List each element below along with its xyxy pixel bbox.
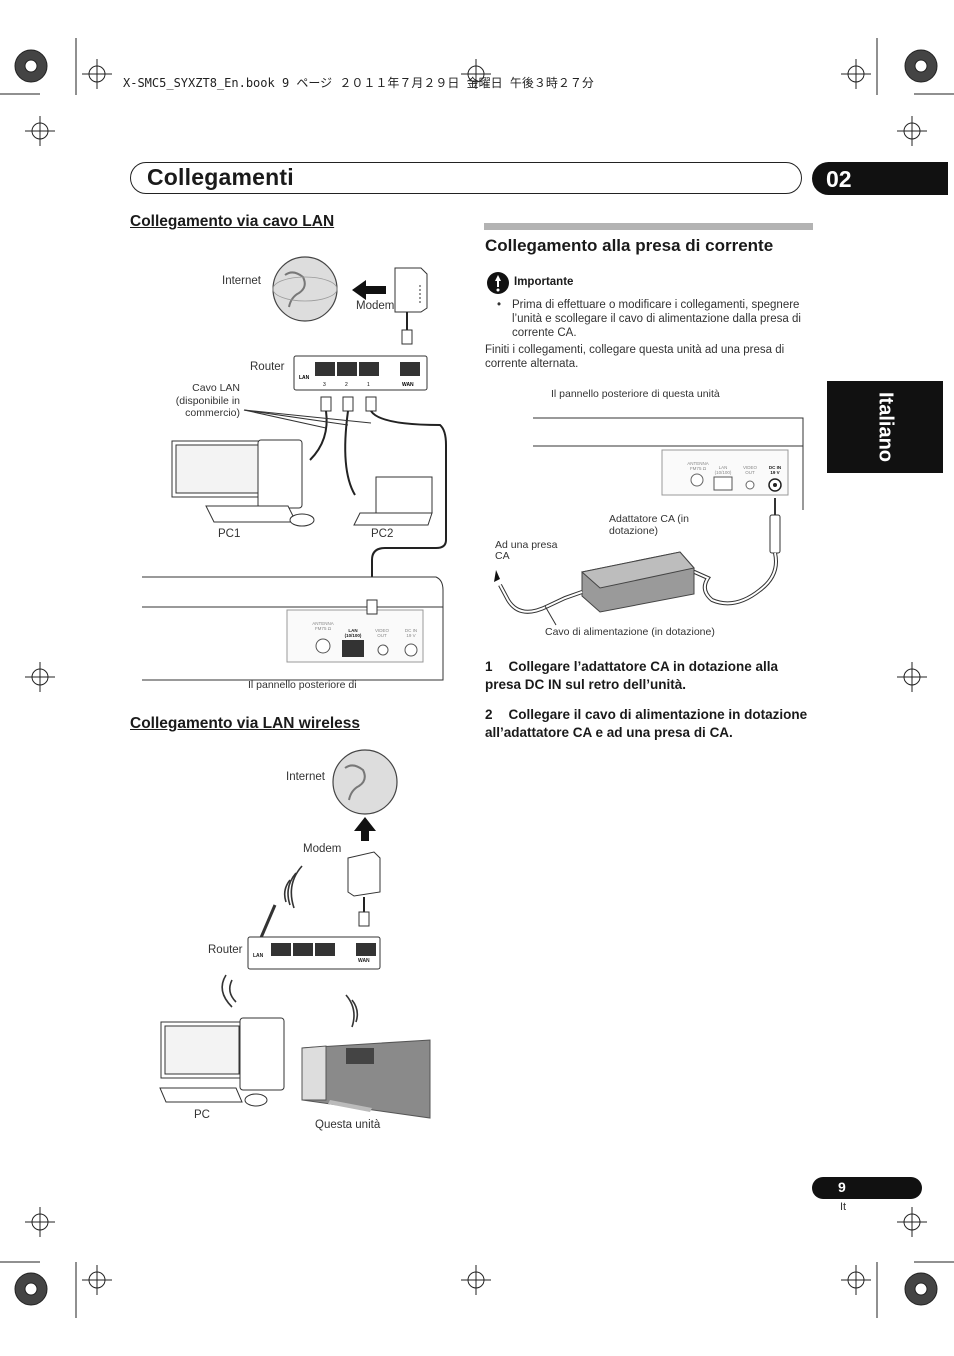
ac-adapter-icon bbox=[580, 551, 695, 613]
arrow-outlet-icon bbox=[494, 570, 500, 582]
wifi-waves-icon bbox=[221, 865, 359, 1028]
language-tab-label: Italiano bbox=[874, 391, 897, 462]
page-title: Collegamenti bbox=[147, 164, 294, 190]
wireless-diagram bbox=[159, 749, 431, 1119]
pc1-icon bbox=[171, 439, 315, 527]
wireless-router-lan: LAN bbox=[253, 953, 264, 959]
adapter-label: Adattatore CA (in dotazione) bbox=[609, 513, 689, 537]
wireless-heading: Collegamento via LAN wireless bbox=[130, 715, 360, 732]
section-rule bbox=[484, 223, 813, 230]
step-1-number: 1 bbox=[485, 659, 493, 674]
panel-video-label: VIDEO OUT bbox=[374, 628, 389, 638]
language-tab bbox=[827, 381, 943, 473]
internet-label: Internet bbox=[222, 275, 261, 287]
print-header: X-SMC5_SYXZT8_En.book 9 ページ ２０１１年７月２９日 金… bbox=[123, 76, 594, 90]
important-bullet: Prima di effettuare o modificare i colle… bbox=[512, 299, 801, 339]
globe-icon bbox=[272, 256, 338, 322]
step-2-number: 2 bbox=[485, 707, 493, 722]
power-panel-video: VIDEO OUT bbox=[742, 465, 757, 475]
panel-lan-label: LAN (10/100) bbox=[344, 628, 362, 638]
page-number-badge bbox=[812, 1177, 922, 1199]
wireless-modem-label: Modem bbox=[303, 843, 342, 855]
power-paragraph: Finiti i collegamenti, collegare questa … bbox=[485, 344, 785, 370]
chapter-number: 02 bbox=[826, 166, 852, 192]
rear-panel-label: Il pannello posteriore di bbox=[248, 679, 357, 691]
arrow-up-icon bbox=[354, 817, 376, 841]
pc2-icon bbox=[353, 476, 433, 526]
wireless-router-wan: WAN bbox=[358, 958, 370, 964]
router-lan-label: LAN bbox=[299, 375, 310, 381]
dc-plug bbox=[769, 498, 781, 554]
globe-icon bbox=[332, 749, 398, 815]
header-bar bbox=[130, 162, 802, 194]
panel-antenna-label: ANTENNA FM75 Ω bbox=[312, 621, 334, 631]
modem-icon bbox=[347, 851, 381, 897]
pc1-label: PC1 bbox=[218, 528, 241, 540]
lan-cable-label: Cavo LAN (disponibile in commercio) bbox=[175, 382, 240, 419]
power-panel-lan: LAN (10/100) bbox=[714, 465, 732, 475]
wireless-internet-label: Internet bbox=[286, 771, 325, 783]
modem-icon bbox=[394, 267, 428, 313]
important-icon bbox=[487, 272, 509, 294]
router-label: Router bbox=[250, 361, 285, 373]
router-icon bbox=[247, 936, 381, 970]
step-1-text: Collegare l’adattatore CA in dotazione a… bbox=[485, 659, 779, 692]
router-port-2: 2 bbox=[345, 382, 348, 388]
pc2-label: PC2 bbox=[371, 528, 394, 540]
power-heading: Collegamento alla presa di corrente bbox=[485, 236, 774, 255]
chapter-badge bbox=[812, 162, 948, 195]
router-wan-label: WAN bbox=[402, 382, 414, 388]
cord-label: Cavo di alimentazione (in dotazione) bbox=[545, 626, 715, 638]
outlet-label: Ad una presa CA bbox=[495, 539, 558, 562]
lan-cable-heading: Collegamento via cavo LAN bbox=[130, 213, 335, 230]
unit-rear-panel-power bbox=[533, 417, 804, 510]
important-label: Importante bbox=[514, 276, 574, 288]
lan-cable-diagram: LAN 3 2 1 WAN bbox=[142, 256, 447, 681]
wireless-router-label: Router bbox=[208, 944, 243, 956]
wireless-pc-label: PC bbox=[194, 1109, 210, 1121]
unit-rear-panel-lan bbox=[142, 576, 444, 681]
modem-label: Modem bbox=[356, 300, 395, 312]
pc-icon bbox=[159, 1017, 285, 1107]
panel-dcin-label: DC IN 19 V bbox=[404, 628, 418, 638]
unit-icon bbox=[301, 1039, 431, 1119]
power-rear-label: Il pannello posteriore di questa unità bbox=[551, 388, 720, 400]
page-number: 9 bbox=[838, 1179, 846, 1195]
router-icon bbox=[293, 355, 428, 391]
router-port-3: 3 bbox=[323, 382, 326, 388]
wireless-unit-label: Questa unità bbox=[315, 1119, 381, 1131]
power-panel-dcin: DC IN 19 V bbox=[768, 465, 782, 475]
arrow-left-icon bbox=[352, 280, 386, 300]
power-diagram bbox=[494, 417, 804, 626]
router-port-1: 1 bbox=[367, 382, 370, 388]
power-panel-antenna: ANTENNA FM75 Ω bbox=[687, 461, 709, 471]
page-language: It bbox=[840, 1201, 847, 1213]
step-2-text: Collegare il cavo di alimentazione in do… bbox=[485, 707, 808, 740]
bullet-icon: • bbox=[497, 299, 502, 311]
